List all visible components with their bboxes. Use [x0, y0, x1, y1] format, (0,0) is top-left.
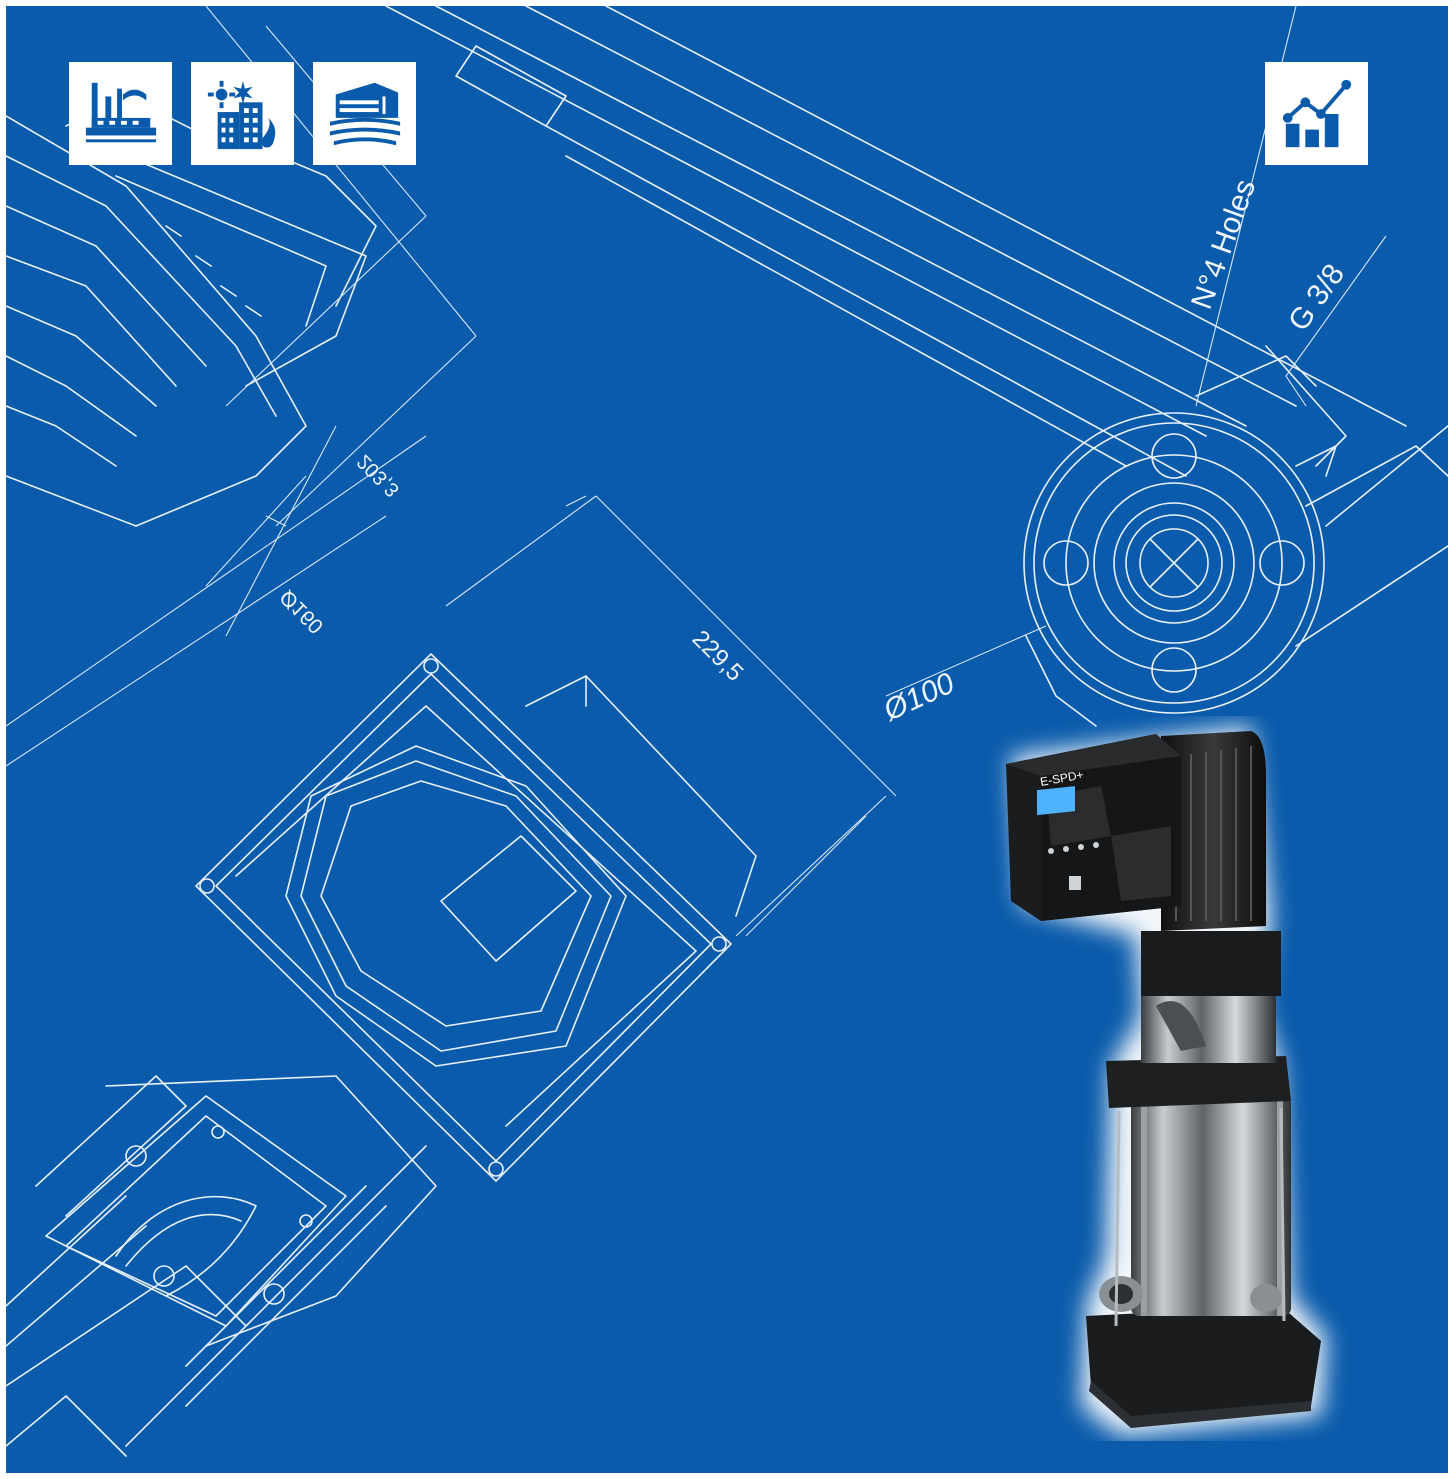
- growth-chart-icon: [1282, 79, 1351, 147]
- growth-chart-icon-tile: [1265, 62, 1368, 165]
- industry-icon: [85, 82, 156, 142]
- building-hvac-icon-tile: [191, 62, 294, 165]
- waterfront-house-icon: [329, 82, 400, 145]
- blueprint-background: 229,5 203,3 Ø160 Ø100 N°4 Holes G 3/8: [6, 6, 1448, 1473]
- building-hvac-icon: [207, 80, 275, 149]
- waterfront-house-icon-tile: [313, 62, 416, 165]
- industry-icon-tile: [69, 62, 172, 165]
- vertical-pump-image: E-SPD+: [1006, 726, 1326, 1436]
